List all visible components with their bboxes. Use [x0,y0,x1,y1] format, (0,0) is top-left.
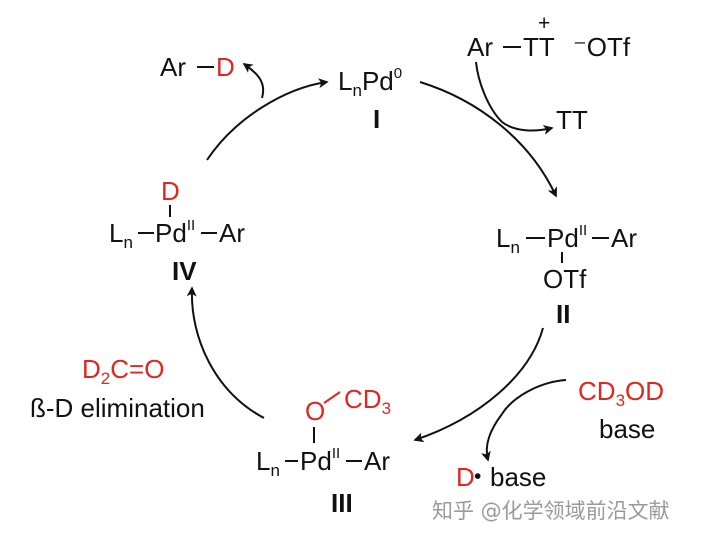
species-I-formula: LnPd0 [338,65,402,100]
cd3od-CD: CD [578,376,616,406]
arrow-CD3OD-in [501,379,567,415]
species-IV-pd: PdII [155,217,195,248]
arrow-TT-out [501,121,554,135]
arc-III-to-IV [186,286,265,419]
dbase-dot: • [474,465,481,488]
species-III-o: O [305,396,325,426]
species-I-Pd: Pd [362,66,394,96]
species-I-ox: 0 [394,65,402,82]
dbase-d: D [456,462,475,492]
species-IV-ar: Ar [219,218,245,248]
species-IV-ox: II [187,217,195,234]
arc-II-to-III [413,327,544,443]
product-ar: Ar [160,52,186,82]
species-III-CD: CD [344,384,382,414]
species-III-cd3: CD3 [344,384,391,418]
arc-IV-to-I [206,78,329,161]
d2co-2: 2 [101,369,110,388]
arrow-release-ArD [242,63,265,99]
product-d: D [216,52,235,82]
species-I-L: L [338,66,352,96]
species-IV-formula: Ln [109,218,133,252]
species-III-bond-OC [323,391,341,404]
species-II-pd: PdII [547,222,587,253]
species-III-L: L [256,446,270,476]
arrow-substrate-in [475,61,503,123]
base-label: base [599,414,655,444]
species-III-n: n [270,461,279,480]
arc-I-to-II [419,81,558,198]
species-II-otf: OTf [543,264,587,294]
species-III-Pd: Pd [300,446,332,476]
cd3od: CD3OD [578,376,664,410]
species-IV-L: L [109,218,123,248]
species-II-ox: II [579,222,587,239]
species-II-n: n [510,238,519,257]
species-III-label: III [331,488,353,518]
arrow-Dbase-out [481,413,503,462]
watermark: 知乎 @化学领域前沿文献 [432,499,670,523]
species-IV-label: IV [172,256,197,286]
d2co-D: D [82,354,101,384]
species-I-n: n [352,81,361,100]
species-II-formula: Ln [496,223,520,257]
dbase-base: base [490,462,546,492]
substrate-tt: TT [523,32,555,62]
d2co: D2C=O [82,354,164,388]
species-III-3: 3 [382,399,391,418]
species-IV-Pd: Pd [155,218,187,248]
cd3od-3: 3 [616,391,625,410]
substrate-charge: + [538,12,550,35]
species-III-ox: II [332,445,340,462]
species-III-formula: Ln [256,446,280,480]
species-IV-n: n [123,233,132,252]
substrate-ar: Ar [467,32,493,62]
d2co-CO: C=O [110,354,164,384]
cd3od-OD: OD [625,376,664,406]
species-IV-d: D [161,176,180,206]
leaving-tt: TT [556,105,588,135]
species-III-ar: Ar [364,446,390,476]
species-II-ar: Ar [611,223,637,253]
species-I-label: I [373,104,380,134]
species-II-label: II [556,299,570,329]
species-II-Pd: Pd [547,223,579,253]
elimination-label: ß-D elimination [30,393,205,423]
substrate-counterion: ⁻OTf [573,32,631,62]
species-II-L: L [496,223,510,253]
species-III-pd: PdII [300,445,340,476]
